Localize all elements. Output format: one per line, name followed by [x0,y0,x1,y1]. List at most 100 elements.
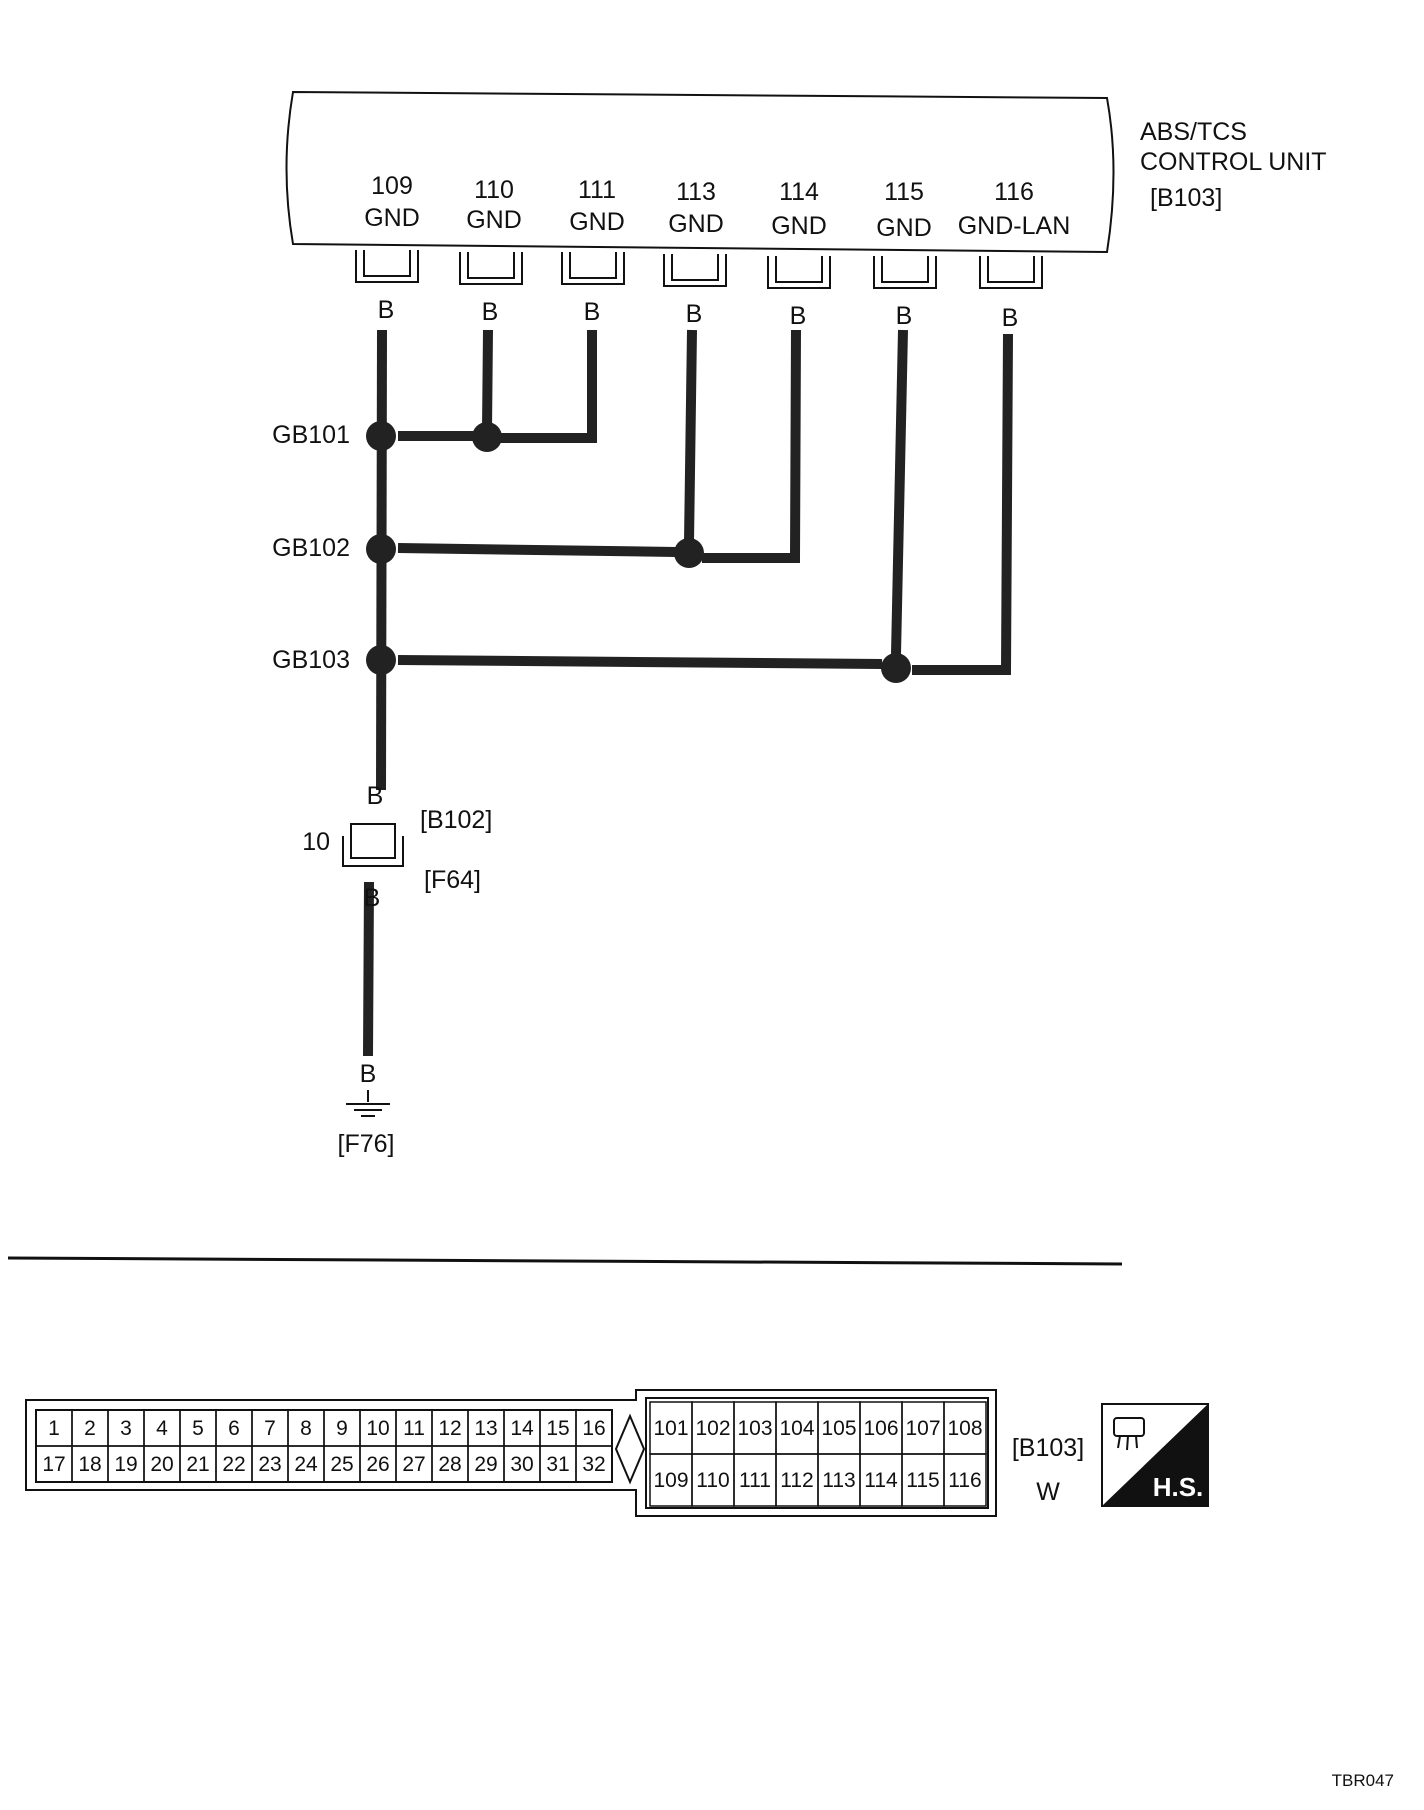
control-unit-connector-id: [B103] [1150,184,1222,212]
pin-number: 1 [48,1417,60,1440]
pin-cell [943,1453,987,1507]
pin-number: 9 [336,1417,348,1440]
terminal-number: 109 [371,172,413,200]
pin-number: 28 [438,1453,461,1476]
pin-number: 3 [120,1417,132,1440]
pin-number: 14 [510,1417,534,1440]
pin-number: 102 [695,1417,730,1440]
pin-number: 30 [510,1453,533,1476]
terminal-number: 110 [474,176,514,204]
wire-113 [397,329,697,557]
splice-113 [674,538,704,568]
terminal-label: GND [466,206,522,234]
wire-harness [363,329,1013,1057]
inline-connector-lower-id: [F64] [424,866,481,894]
connector-key [614,1413,646,1485]
pin-number: 20 [150,1453,173,1476]
terminal-110: 110 GND [466,176,522,234]
terminal-label: GND [876,214,932,242]
terminal-cavities [355,250,1043,289]
cavity-115 [873,256,937,289]
terminal-label: GND [569,208,625,236]
ground-icon [346,1090,390,1117]
wire-111 [498,330,597,443]
icon-wires [1117,1435,1138,1451]
wire-color-113: B [686,300,703,328]
terminal-number: 114 [779,178,819,206]
connector-right-pin-frame [645,1397,989,1509]
badge-text: H.S. [1153,1472,1204,1502]
pin-number: 101 [653,1417,688,1440]
splice-110 [472,422,502,452]
pin-number: 116 [948,1469,981,1492]
splice-gb103 [366,645,396,675]
splice-gb102 [366,534,396,564]
cavity-109 [355,250,419,283]
wire-115 [397,329,908,669]
wire-color-114: B [790,302,807,330]
pin-number: 7 [264,1417,276,1440]
pin-number: 13 [474,1417,497,1440]
icon-body [1113,1417,1145,1437]
splice-label-gb103: GB103 [272,646,350,674]
terminal-label: GND [771,212,827,240]
splice-gb101 [366,421,396,451]
pin-number: 111 [739,1469,771,1492]
cavity-116 [979,256,1043,289]
pin-number: 18 [78,1453,101,1476]
pin-number: 110 [696,1469,729,1492]
badge-dark-triangle [1102,1404,1208,1506]
pin-number: 106 [863,1417,898,1440]
cavity-114 [767,256,831,289]
inline-connector [342,823,404,867]
pin-number: 8 [300,1417,312,1440]
pin-number: 15 [546,1417,569,1440]
pin-number: 19 [114,1453,137,1476]
terminal-109: 109 GND [364,172,420,232]
splice-label-gb101: GB101 [272,421,350,449]
terminal-label: GND [668,210,724,238]
pin-number: 108 [947,1417,982,1440]
wire-color-115: B [896,302,913,330]
terminal-label: GND-LAN [958,212,1071,240]
pin-number: 27 [402,1453,425,1476]
wire-to-ground [363,881,374,1057]
connector-face-outline [25,1389,997,1517]
pin-number: 109 [653,1469,688,1492]
pin-number: 104 [779,1417,814,1440]
inline-connector-upper-id: [B102] [420,806,492,834]
wire-color-116: B [1002,304,1019,332]
pin-number: 22 [222,1453,245,1476]
pin-number: 103 [737,1417,772,1440]
pin-number: 112 [780,1469,813,1492]
cavity-110 [459,252,523,285]
pin-cell [575,1445,613,1483]
terminal-115: 115 GND [876,178,932,242]
pin-number: 115 [906,1469,939,1492]
terminal-113: 113 GND [668,178,724,238]
harness-side-badge: H.S. [1101,1403,1209,1507]
ground-id: [F76] [338,1130,395,1158]
pin-number: 107 [905,1417,940,1440]
control-unit-name-line1: ABS/TCS [1140,118,1247,146]
wire-110 [398,329,493,441]
inline-wire-above: B [367,782,384,810]
ground-wire-color: B [360,1060,377,1088]
wire-114 [702,329,801,563]
pin-number: 24 [294,1453,318,1476]
section-divider [7,1256,1123,1266]
splice-label-gb102: GB102 [272,534,350,562]
pin-number: 4 [156,1417,168,1440]
wire-116 [912,333,1013,675]
pin-number: 32 [582,1453,605,1476]
terminal-116: 116 GND-LAN [958,178,1071,240]
cavity-113 [663,254,727,287]
pin-number: 29 [474,1453,497,1476]
wire-color-109: B [378,296,395,324]
pin-number: 5 [192,1417,204,1440]
pin-number: 113 [822,1469,855,1492]
